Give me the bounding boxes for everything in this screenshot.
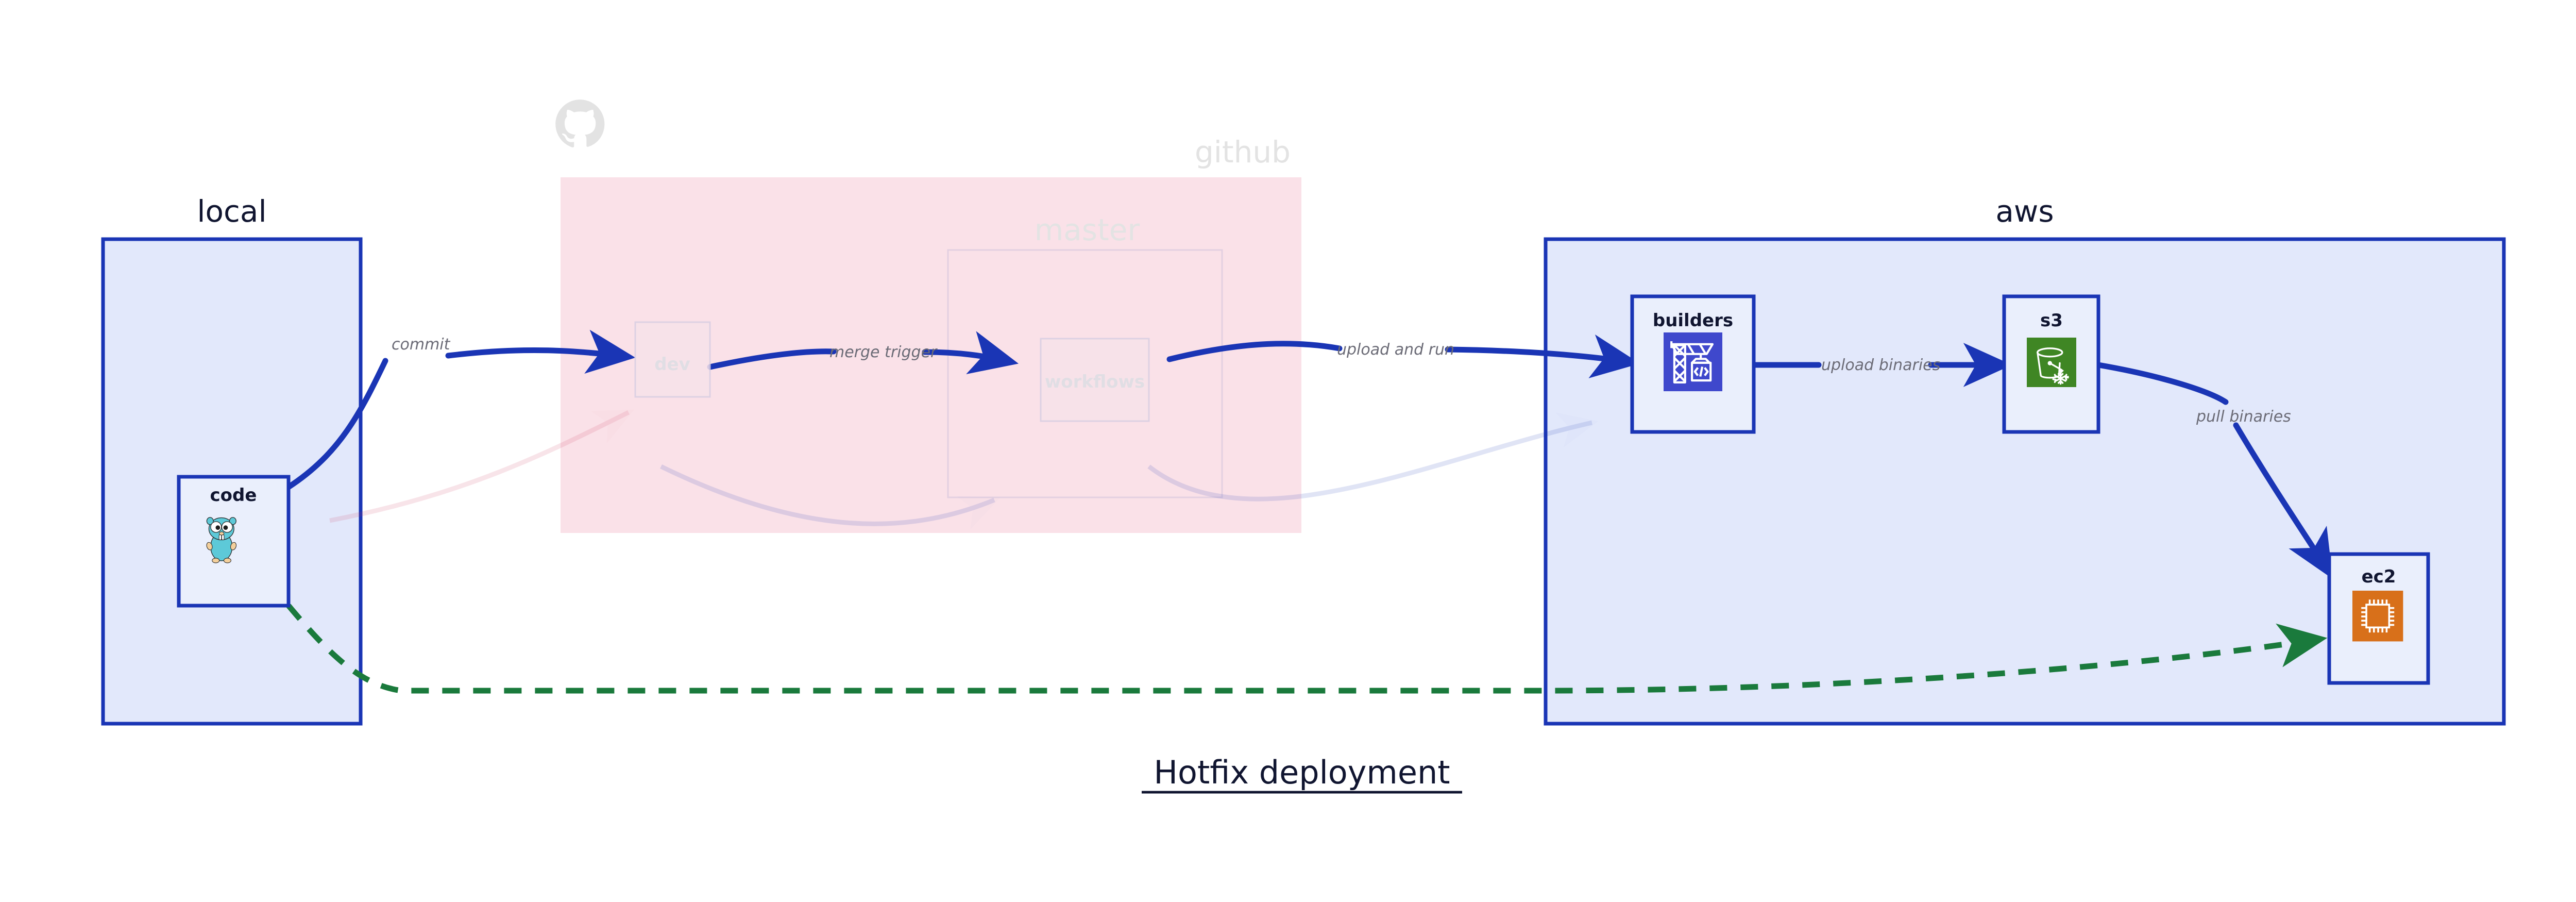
diagram-title: Hotfix deployment	[1154, 754, 1450, 791]
node-s3[interactable]: s3	[2002, 294, 2100, 434]
edge-commit[interactable]	[285, 329, 636, 490]
edge-hotfix-direct[interactable]	[286, 604, 2328, 694]
ghost-edge-code-dev	[329, 409, 635, 523]
builders-node-label: builders	[1653, 310, 1733, 331]
edge-label-commit: commit	[392, 336, 451, 354]
edge-pb-path-b	[2233, 422, 2333, 579]
dev-node-label: dev	[654, 354, 690, 375]
edge-label-upload-binaries: upload binaries	[1821, 356, 1940, 374]
edge-merge-path-b	[922, 331, 1019, 374]
zone-label-github: github	[1195, 135, 1291, 170]
ghost-edge-layer	[329, 409, 1599, 530]
edge-commit-path-b	[445, 329, 636, 374]
edge-uar-path-b	[1445, 334, 1640, 378]
edge-uar-path-a	[1166, 341, 1343, 362]
aws-codebuild-icon	[1664, 332, 1722, 391]
master-subzone-box	[947, 249, 1223, 498]
github-octocat-icon	[555, 99, 605, 147]
zone-label-local: local	[197, 194, 266, 229]
edge-label-merge-trigger: merge trigger	[829, 343, 938, 361]
node-ec2[interactable]: ec2	[2327, 552, 2430, 685]
edge-label-pull-binaries: pull binaries	[2196, 408, 2291, 426]
ghost-edge-dev-workflows	[660, 464, 1001, 530]
edge-upload-and-run[interactable]	[1166, 334, 1640, 378]
code-node-label: code	[210, 485, 257, 506]
edge-label-upload-and-run: upload and run	[1337, 341, 1454, 359]
node-builders[interactable]: builders	[1630, 294, 1756, 434]
edge-merge-path-a	[707, 348, 837, 370]
subzone-label-master: master	[1035, 212, 1140, 247]
node-code[interactable]: code	[177, 475, 291, 608]
workflows-node-box	[1040, 338, 1150, 422]
edge-layer	[285, 329, 2333, 579]
code-node-box	[177, 475, 291, 608]
dev-node-box	[634, 321, 711, 398]
node-workflows[interactable]: workflows	[1040, 338, 1150, 422]
zone-label-aws: aws	[1995, 194, 2054, 229]
edge-commit-path-a	[285, 358, 388, 490]
ghost-edge-workflows-builders	[1147, 412, 1599, 502]
node-dev[interactable]: dev	[634, 321, 711, 398]
edge-pull-binaries[interactable]	[2095, 362, 2333, 579]
edge-pb-path-a	[2095, 362, 2229, 405]
ec2-node-label: ec2	[2362, 566, 2396, 587]
aws-ec2-icon	[2351, 590, 2404, 643]
aws-s3-glacier-icon	[2026, 337, 2077, 388]
s3-node-label: s3	[2040, 310, 2063, 331]
page-title: Hotfix deployment	[1142, 754, 1462, 794]
workflows-node-label: workflows	[1045, 372, 1145, 392]
edge-merge-trigger[interactable]	[707, 331, 1019, 374]
